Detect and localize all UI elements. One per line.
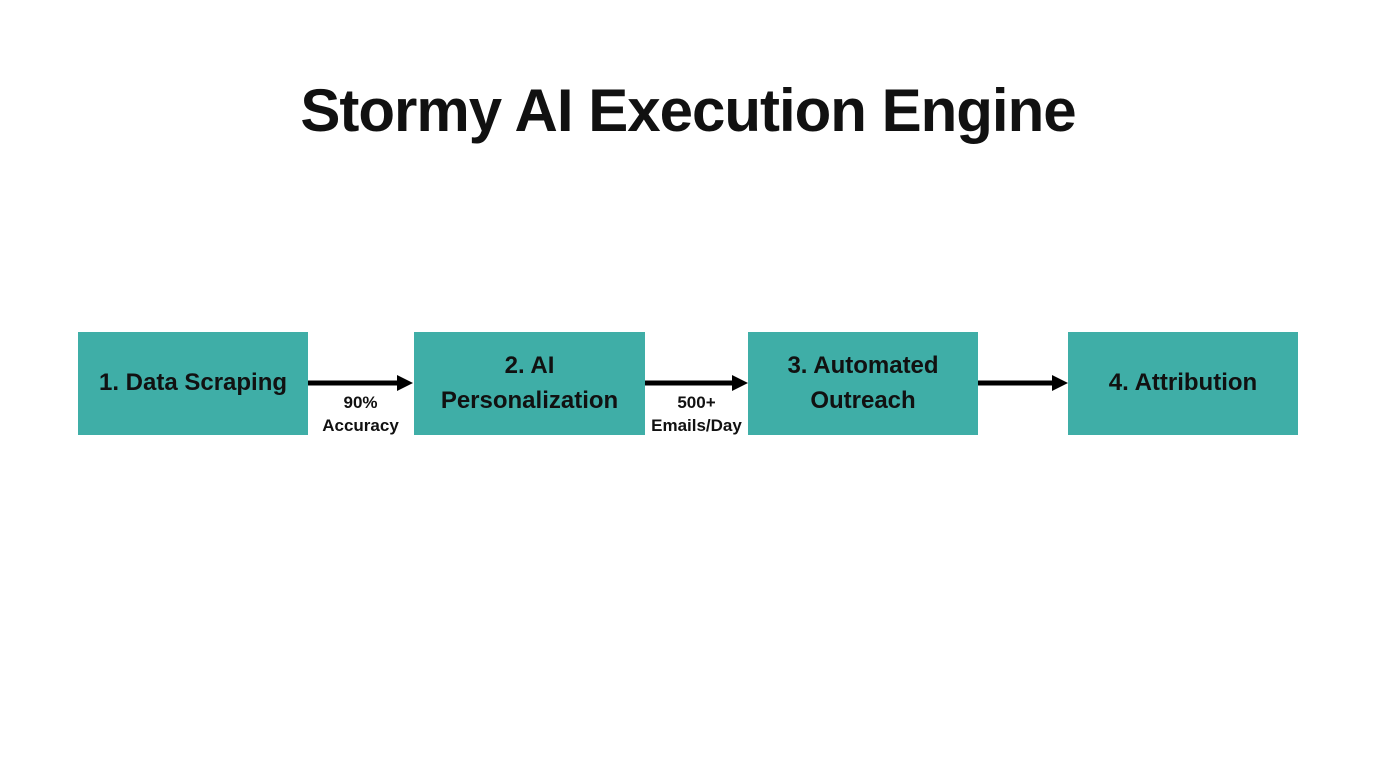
page-title: Stormy AI Execution Engine bbox=[300, 77, 1076, 144]
step-box-attribution: 4. Attribution bbox=[1068, 332, 1298, 435]
step-label: 3. Automated Outreach bbox=[787, 351, 939, 414]
arrow-right-icon bbox=[308, 374, 413, 392]
step-label: 1. Data Scraping bbox=[98, 369, 288, 397]
step-box-data-scraping: 1. Data Scraping bbox=[78, 332, 308, 435]
step-label: 4. Attribution bbox=[1108, 369, 1258, 397]
connector-label-accuracy: 90% Accuracy bbox=[322, 393, 399, 435]
step-box-ai-personalization: 2. AI Personalization bbox=[414, 332, 645, 435]
arrow-right-icon bbox=[645, 374, 748, 392]
arrow-right-icon bbox=[978, 374, 1068, 392]
connector-label-emails-per-day: 500+ Emails/Day bbox=[651, 393, 742, 435]
step-label: 2. AI Personalization bbox=[440, 351, 619, 414]
step-box-automated-outreach: 3. Automated Outreach bbox=[748, 332, 978, 435]
